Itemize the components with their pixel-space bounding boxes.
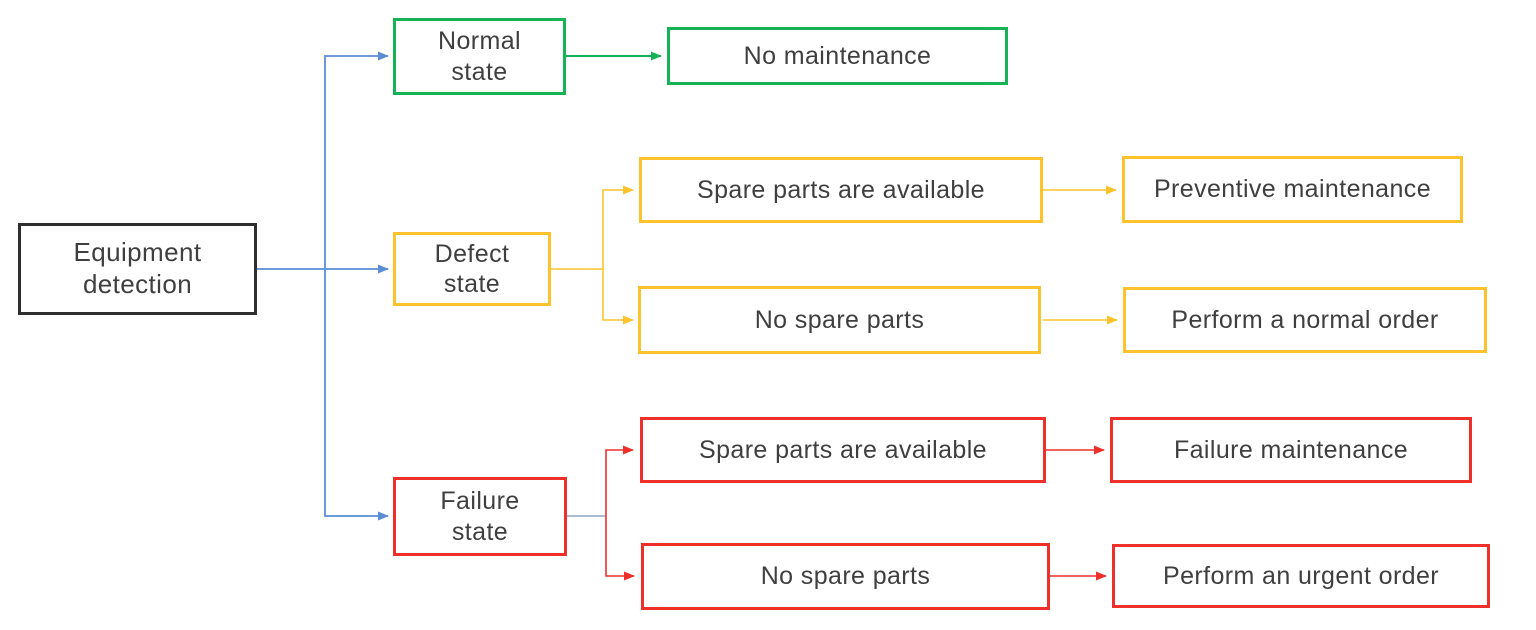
node-preventive-maintenance: Preventive maintenance [1122, 156, 1463, 223]
connector-defect-to-spare [602, 185, 634, 269]
node-failure-state: Failure state [393, 477, 567, 556]
connector-equipment-to-failure [324, 269, 389, 521]
connector-defect-to-nospare [602, 269, 634, 325]
node-failure-maintenance: Failure maintenance [1110, 417, 1472, 483]
connector-failure-to-nospare [605, 516, 635, 581]
node-normal-state: Normal state [393, 18, 566, 95]
node-failure-no-spare-parts: No spare parts [641, 543, 1050, 610]
node-failure-spare-parts-available: Spare parts are available [640, 417, 1046, 483]
node-perform-urgent-order: Perform an urgent order [1112, 544, 1490, 608]
node-perform-normal-order: Perform a normal order [1123, 287, 1487, 353]
node-no-maintenance: No maintenance [667, 27, 1008, 85]
node-defect-spare-parts-available: Spare parts are available [639, 157, 1043, 223]
node-equipment-detection: Equipment detection [18, 223, 257, 315]
connector-failure-to-spare [605, 445, 634, 516]
node-defect-no-spare-parts: No spare parts [638, 286, 1041, 354]
connector-equipment-to-normal [324, 51, 389, 269]
node-defect-state: Defect state [393, 232, 551, 306]
